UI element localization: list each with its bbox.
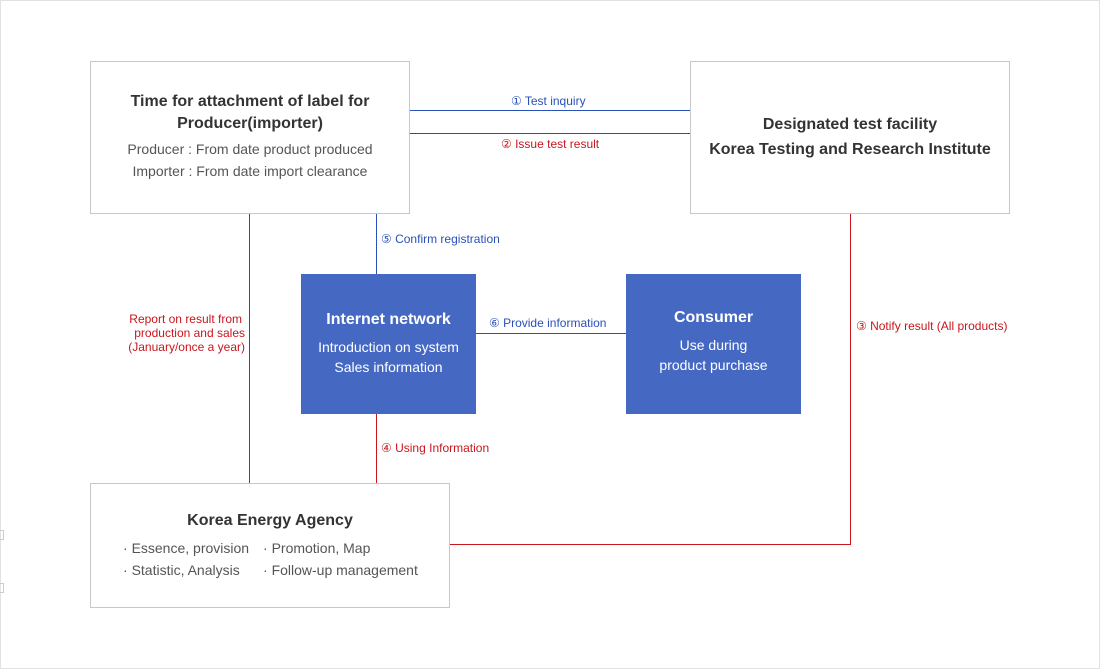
internet-title: Internet network	[326, 311, 451, 328]
internet-network-box: Internet network Introduction on system …	[301, 274, 476, 414]
agency-item-text: Follow-up management	[271, 562, 418, 578]
report-label-line2: production and sales	[134, 326, 245, 340]
agency-item: · Statistic, Analysis	[123, 562, 240, 578]
producer-box: Time for attachment of label for Produce…	[90, 61, 410, 214]
agency-item: · Follow-up management	[263, 562, 418, 578]
internet-line2: Sales information	[334, 359, 443, 375]
edge-marker	[0, 530, 4, 540]
report-label-line3: (January/once a year)	[128, 340, 245, 354]
agency-item-text: Essence, provision	[131, 540, 250, 556]
importer-detail: Importer : From date import clearance	[132, 163, 368, 179]
agency-item: · Promotion, Map	[263, 540, 371, 556]
provide-info-label: ⑥ Provide information	[489, 316, 607, 330]
consumer-line1: Use during	[679, 337, 748, 353]
edge-marker	[0, 583, 4, 593]
agency-item: · Essence, provision	[123, 540, 250, 556]
test-inquiry-label: ① Test inquiry	[511, 94, 586, 108]
test-facility-box: Designated test facility Korea Testing a…	[690, 61, 1010, 214]
notify-result-label: ③ Notify result (All products)	[856, 319, 1008, 333]
facility-title-line1: Designated test facility	[762, 116, 938, 133]
confirm-registration-label: ⑤ Confirm registration	[381, 232, 500, 246]
consumer-title: Consumer	[673, 309, 754, 326]
producer-title-line2: Producer(importer)	[177, 115, 323, 132]
report-label: Report on result from production and sal…	[128, 312, 245, 354]
energy-agency-box: Korea Energy Agency · Essence, provision…	[90, 483, 450, 608]
agency-title: Korea Energy Agency	[187, 512, 353, 529]
producer-title-line1: Time for attachment of label for	[130, 93, 370, 110]
agency-item-text: Promotion, Map	[271, 540, 371, 556]
facility-title-line2: Korea Testing and Research Institute	[709, 141, 991, 158]
consumer-line2: product purchase	[659, 357, 768, 373]
using-info-label: ④ Using Information	[381, 441, 490, 455]
consumer-box: Consumer Use during product purchase	[626, 274, 801, 414]
internet-line1: Introduction on system	[318, 339, 459, 355]
report-label-line1: Report on result from	[129, 312, 242, 326]
producer-detail: Producer : From date product produced	[127, 141, 373, 157]
agency-item-text: Statistic, Analysis	[131, 562, 240, 578]
notify-result-line	[450, 214, 851, 545]
issue-result-label: ② Issue test result	[501, 137, 600, 151]
